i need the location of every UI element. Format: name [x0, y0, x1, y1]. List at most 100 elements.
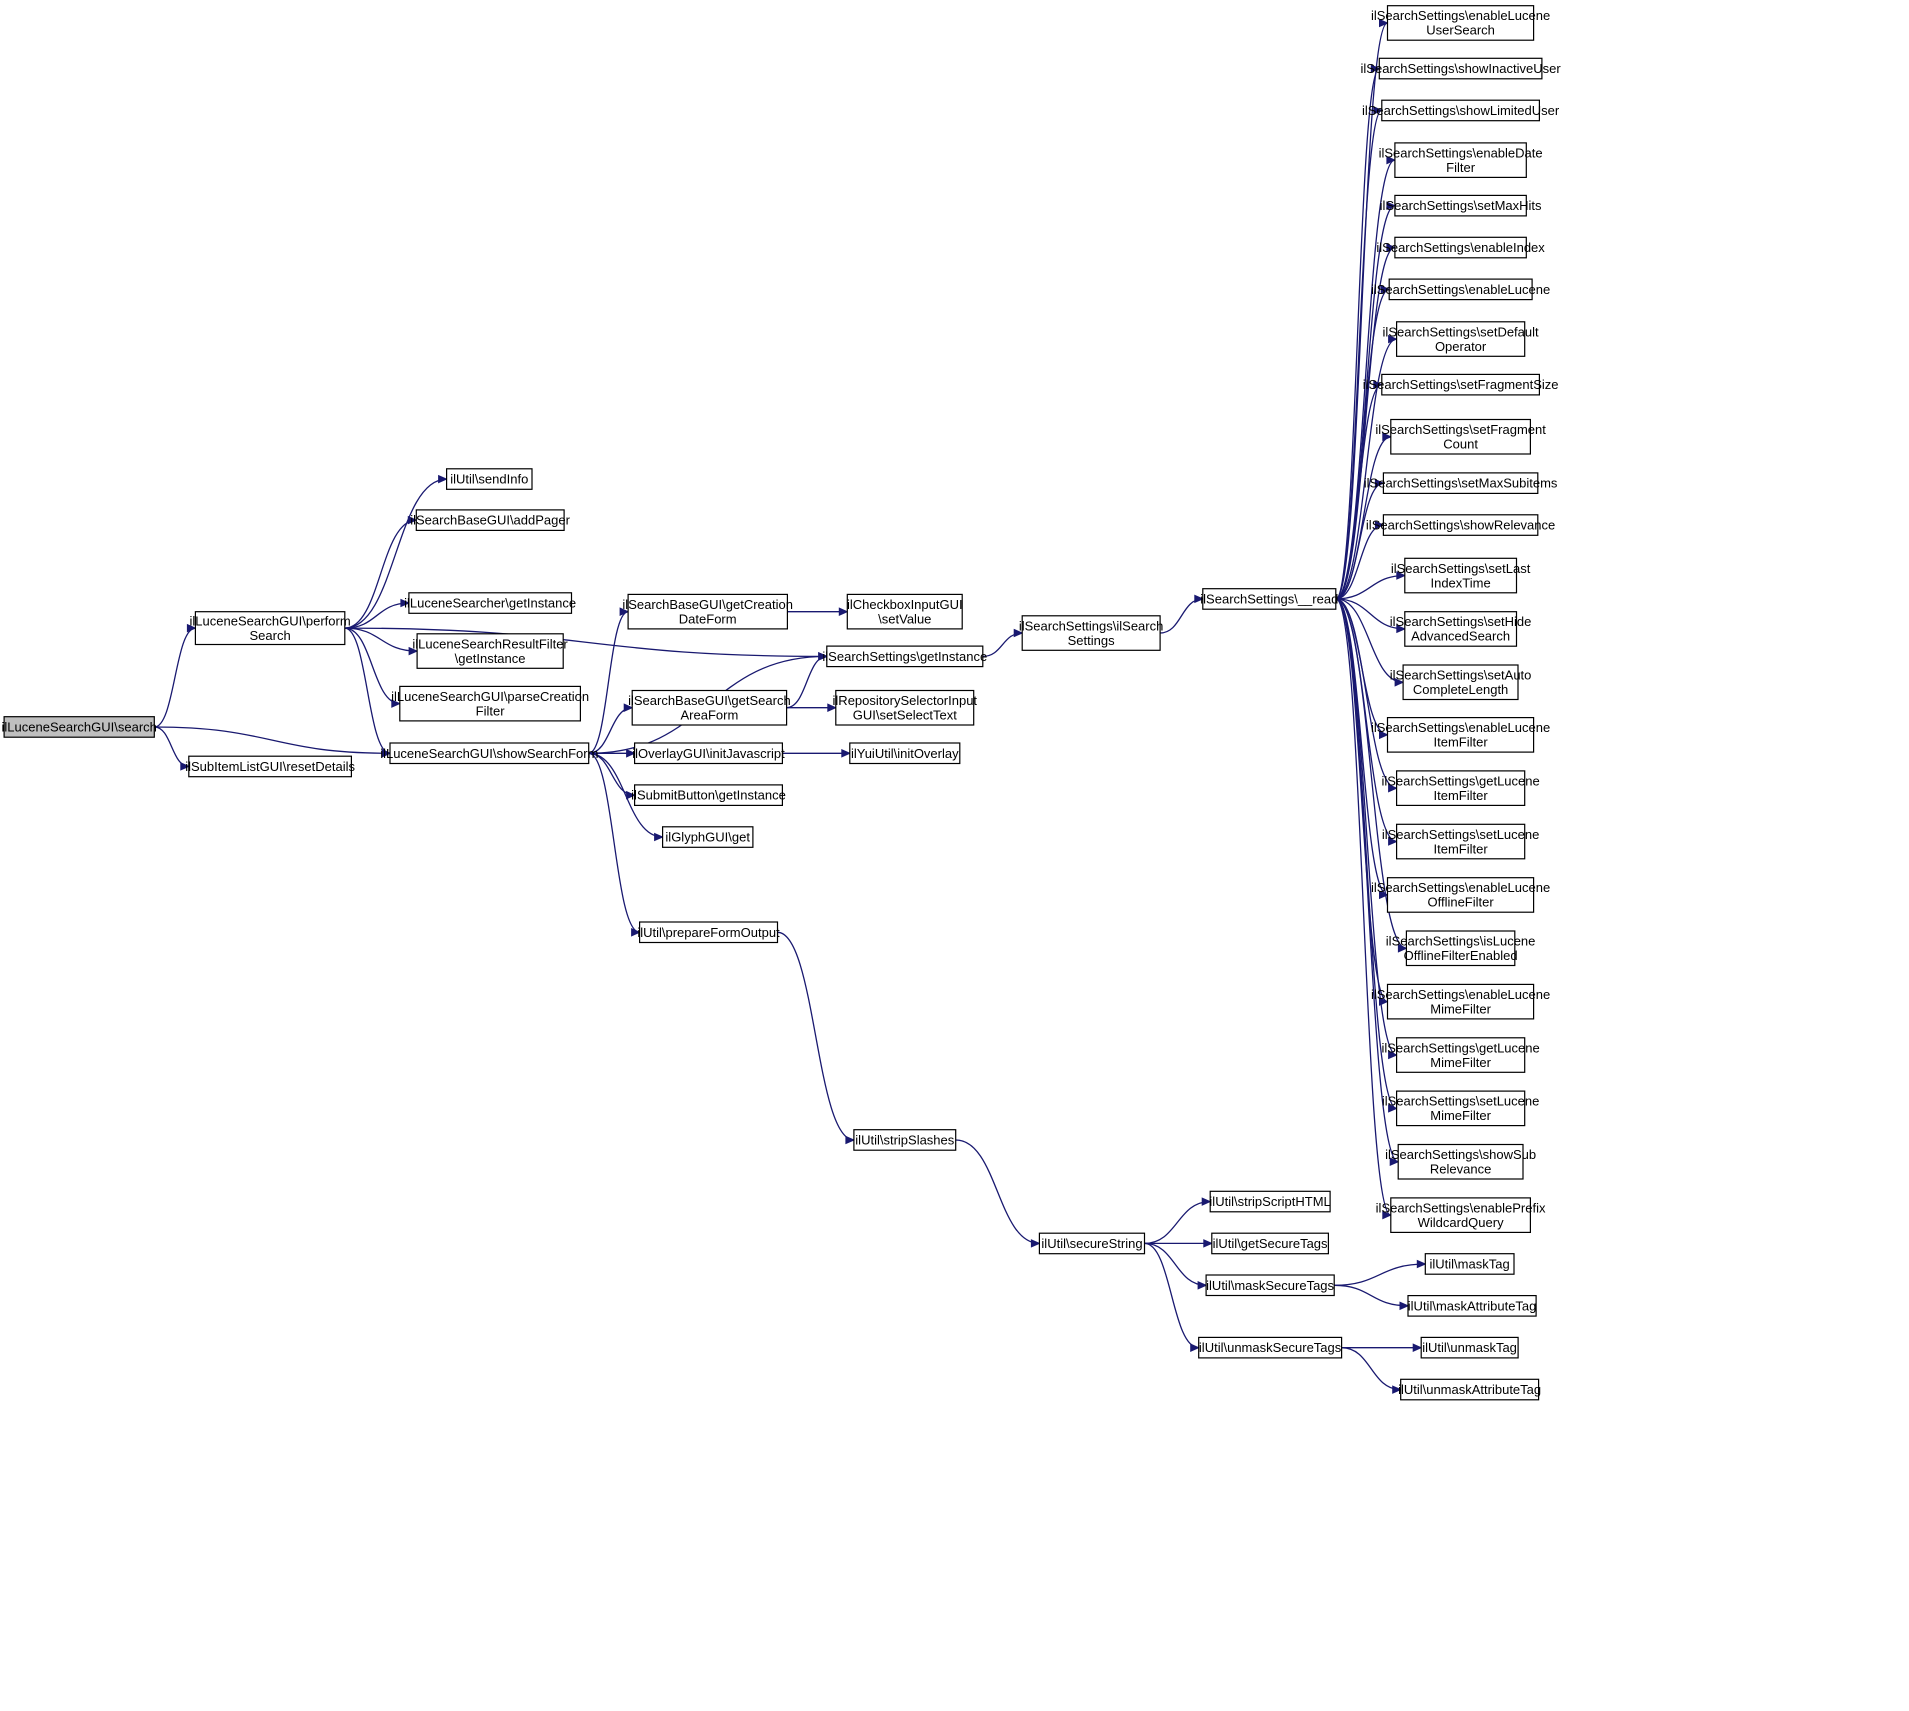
node-label: ilSearchSettings\ilSearch — [1019, 618, 1164, 633]
node-box — [1386, 983, 1535, 1020]
graph-node[interactable]: ilSearchSettings\showInactiveUser — [1361, 57, 1562, 80]
node-label: ilSearchSettings\__read — [1200, 591, 1338, 606]
arrowhead — [845, 1135, 856, 1145]
graph-node[interactable]: ilUtil\prepareFormOutput — [637, 921, 780, 944]
node-box — [1198, 1336, 1343, 1359]
graph-node[interactable]: ilSearchSettings\enableIndex — [1376, 236, 1545, 259]
call-edge — [982, 632, 1023, 658]
graph-node[interactable]: ilSearchSettings\isLuceneOfflineFilterEn… — [1386, 930, 1536, 967]
node-label: ilSearchSettings\getLucene — [1381, 773, 1539, 788]
call-edge — [344, 627, 827, 658]
graph-node[interactable]: ilUtil\unmaskAttributeTag — [1398, 1378, 1541, 1401]
graph-node[interactable]: ilLuceneSearcher\getInstance — [404, 592, 576, 614]
graph-node[interactable]: ilOverlayGUI\initJavascript — [632, 742, 785, 765]
node-label: ilUtil\unmaskAttributeTag — [1398, 1382, 1541, 1397]
graph-node[interactable]: ilUtil\getSecureTags — [1211, 1232, 1330, 1255]
node-box — [1378, 57, 1543, 80]
node-label: MimeFilter — [1430, 1001, 1491, 1016]
node-label: ilSearchSettings\showSub — [1385, 1147, 1536, 1162]
node-label: ilSearchBaseGUI\getCreation — [622, 597, 793, 612]
graph-node[interactable]: ilSearchSettings\showLimitedUser — [1362, 99, 1560, 122]
node-box — [661, 826, 754, 848]
arrowhead — [180, 762, 191, 771]
node-label: DateForm — [679, 611, 737, 626]
graph-node[interactable]: ilUtil\secureString — [1038, 1232, 1146, 1255]
graph-node[interactable]: ilRepositorySelectorInputGUI\setSelectTe… — [833, 689, 978, 726]
graph-node[interactable]: ilUtil\stripScriptHTML — [1209, 1190, 1331, 1213]
graph-node[interactable]: ilLuceneSearchResultFilter\getInstance — [412, 633, 568, 669]
call-edge — [1144, 1200, 1211, 1245]
node-label: ilLuceneSearchResultFilter — [412, 636, 568, 651]
node-box — [1395, 823, 1526, 860]
graph-node[interactable]: ilUtil\unmaskTag — [1420, 1336, 1519, 1359]
graph-node[interactable]: ilUtil\sendInfo — [446, 468, 533, 490]
node-box — [415, 509, 565, 531]
node-label: UserSearch — [1426, 23, 1495, 38]
graph-node[interactable]: ilYuiUtil\initOverlay — [849, 742, 961, 765]
graph-node[interactable]: ilSearchSettings\setMaxHits — [1380, 194, 1542, 217]
node-label: ilSearchSettings\showRelevance — [1366, 518, 1555, 533]
arrowhead — [1190, 1343, 1200, 1352]
graph-node[interactable]: ilGlyphGUI\get — [661, 826, 754, 848]
graph-node[interactable]: ilSearchSettings\ilSearchSettings — [1019, 615, 1164, 651]
graph-node[interactable]: ilUtil\maskAttributeTag — [1407, 1294, 1537, 1317]
graph-node[interactable]: ilCheckboxInputGUI\setValue — [846, 593, 963, 630]
graph-node[interactable]: ilSearchSettings\setFragmentSize — [1363, 373, 1559, 396]
arrowhead — [186, 623, 197, 633]
graph-node[interactable]: ilUtil\unmaskSecureTags — [1198, 1336, 1343, 1359]
node-label: ItemFilter — [1434, 788, 1489, 803]
node-label: Search — [249, 628, 290, 643]
node-label: ilSearchSettings\showLimitedUser — [1362, 103, 1560, 118]
graph-node[interactable]: ilSearchSettings\getInstance — [822, 645, 987, 668]
graph-node[interactable]: ilLuceneSearchGUI\search — [2, 716, 157, 738]
node-box — [446, 468, 533, 490]
graph-node[interactable]: ilUtil\maskSecureTags — [1205, 1274, 1335, 1297]
node-box — [1397, 1143, 1524, 1180]
graph-node[interactable]: ilSearchSettings\__read — [1200, 588, 1338, 610]
graph-node[interactable]: ilSubItemListGUI\resetDetails — [185, 755, 355, 778]
node-label: ilSearchSettings\enablePrefix — [1376, 1200, 1546, 1215]
graph-node[interactable]: ilSubmitButton\getInstance — [631, 784, 786, 807]
graph-node[interactable]: ilSearchSettings\enablePrefixWildcardQue… — [1376, 1197, 1546, 1234]
graph-node[interactable]: ilSearchSettings\setMaxSubitems — [1364, 472, 1558, 494]
call-edge — [1335, 598, 1407, 949]
node-box — [1424, 1253, 1515, 1275]
graph-node[interactable]: ilSearchSettings\enableLucene — [1371, 278, 1550, 301]
graph-node[interactable]: ilSearchSettings\showRelevance — [1366, 514, 1555, 536]
root-node-box — [3, 716, 155, 738]
arrowhead — [1388, 783, 1398, 793]
node-box — [1394, 194, 1527, 217]
node-box — [638, 921, 779, 944]
arrowhead — [1380, 285, 1391, 294]
call-edge — [786, 655, 827, 709]
node-label: \setValue — [878, 611, 931, 626]
graph-node[interactable]: ilUtil\maskTag — [1424, 1253, 1515, 1275]
call-edge — [1160, 598, 1203, 634]
graph-node[interactable]: ilSearchBaseGUI\addPager — [410, 509, 571, 531]
graph-node[interactable]: ilSearchSettings\enableLuceneOfflineFilt… — [1371, 877, 1550, 913]
arrowhead — [1386, 243, 1397, 252]
graph-node[interactable]: ilUtil\stripSlashes — [853, 1129, 957, 1151]
arrowhead — [1013, 628, 1024, 638]
graph-node[interactable]: ilLuceneSearchGUI\showSearchForm — [380, 742, 598, 765]
node-label: ilSearchSettings\enableLucene — [1371, 880, 1550, 895]
node-label: ilLuceneSearcher\getInstance — [404, 596, 576, 611]
